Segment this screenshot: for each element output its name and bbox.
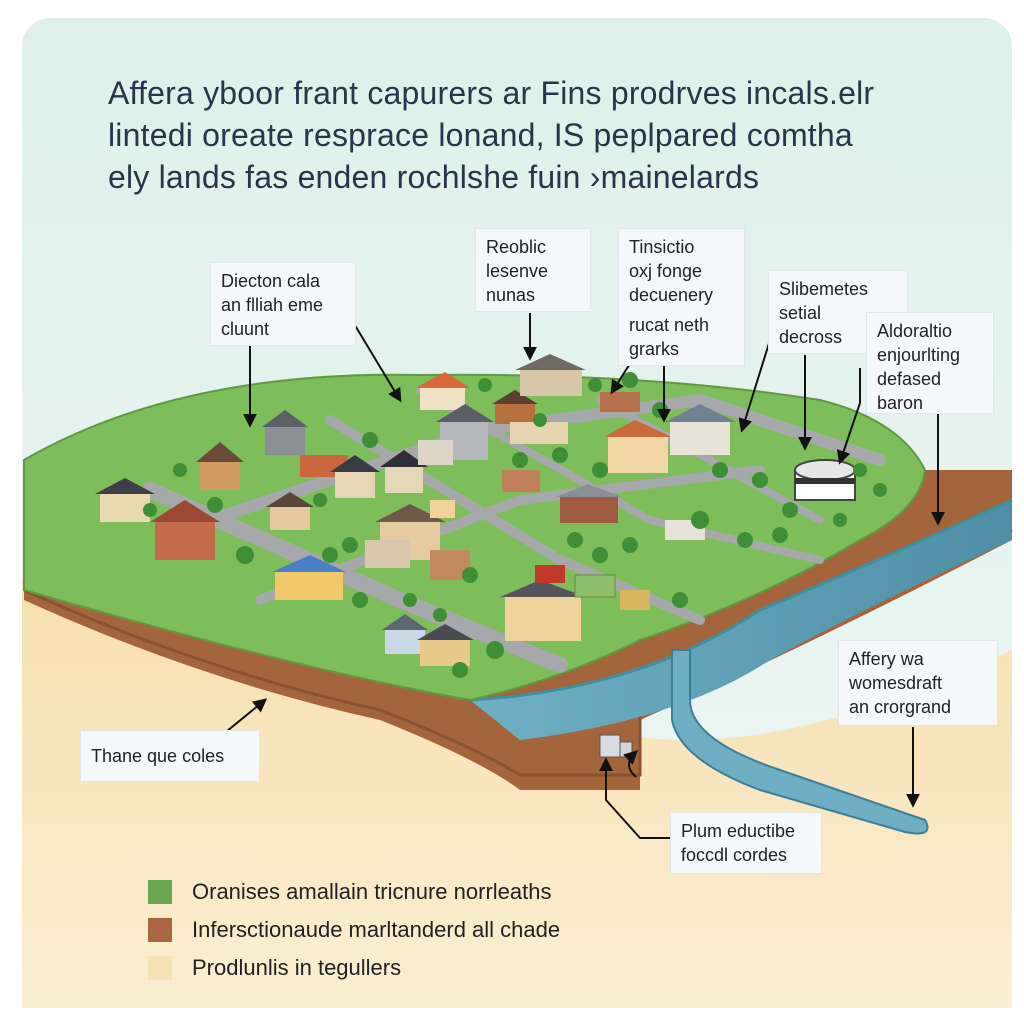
callout-line: an crorgrand	[849, 697, 952, 717]
callout-box: Tinsictio oxj fonge decuenery rucat neth…	[618, 228, 745, 366]
callout-line: Diecton cala	[221, 271, 321, 291]
callout-line: baron	[877, 393, 924, 413]
callout-line: defased	[877, 369, 942, 389]
callout-line: Aldoraltio	[877, 321, 953, 341]
callout-line: grarks	[629, 339, 680, 359]
callout-box: Affery wa womesdraft an crorgrand	[838, 640, 998, 726]
callout-line: Thane que coles	[91, 746, 225, 766]
title-line-3: ely lands fas enden rochlshe fuin ›maine…	[108, 159, 760, 195]
tree-cluster	[143, 372, 887, 678]
callout-box: Diecton cala an flliah eme cluunt	[210, 262, 356, 346]
callout-line: Affery wa	[849, 649, 924, 669]
legend-label: Infersctionaude marltanderd all chade	[192, 917, 561, 942]
callout-leaders	[209, 313, 945, 839]
house-cluster	[95, 354, 736, 666]
callout-line: nunas	[486, 285, 536, 305]
callout-line: oxj fonge	[629, 261, 703, 281]
callout-line: Tinsictio	[629, 237, 695, 257]
callout-box: Thane que coles	[80, 730, 260, 782]
river-bank	[469, 498, 1013, 702]
legend-swatch	[148, 918, 172, 942]
legend-label: Oranises amallain tricnure norrleaths	[192, 879, 552, 904]
legend-swatch	[148, 880, 172, 904]
storage-tank	[794, 459, 856, 501]
legend-item: Prodlunlis in tegullers	[148, 954, 401, 982]
callout-line: enjourlting	[877, 345, 961, 365]
callout-line: Reoblic	[486, 237, 547, 257]
drain-pipe	[671, 649, 929, 835]
title-line-2: lintedi oreate resprace lonand, IS peplp…	[108, 117, 853, 153]
callout-line: decross	[779, 327, 843, 347]
callout-line: lesenve	[486, 261, 549, 281]
callout-line: rucat neth	[629, 315, 710, 335]
callout-line: setial	[779, 303, 822, 323]
legend-item: Infersctionaude marltanderd all chade	[148, 916, 560, 944]
callout-line: Plum eductibe	[681, 821, 796, 841]
field-plots	[535, 565, 650, 610]
callout-line: decuenery	[629, 285, 714, 305]
callout-box: Reoblic lesenve nunas	[475, 228, 591, 312]
callout-box: Plum eductibe foccdl cordes	[670, 812, 822, 874]
callout-line: an flliah eme	[221, 295, 324, 315]
legend-swatch	[148, 956, 172, 980]
callout-line: foccdl cordes	[681, 845, 788, 865]
callout-box: Aldoraltio enjourlting defased baron	[866, 312, 994, 414]
callout-line: Slibemetes	[779, 279, 869, 299]
callout-line: womesdraft	[849, 673, 943, 693]
callout-line: cluunt	[221, 319, 270, 339]
title-line-1: Affera yboor frant capurers ar Fins prod…	[108, 75, 875, 111]
legend-item: Oranises amallain tricnure norrleaths	[148, 878, 552, 906]
legend-label: Prodlunlis in tegullers	[192, 955, 402, 980]
